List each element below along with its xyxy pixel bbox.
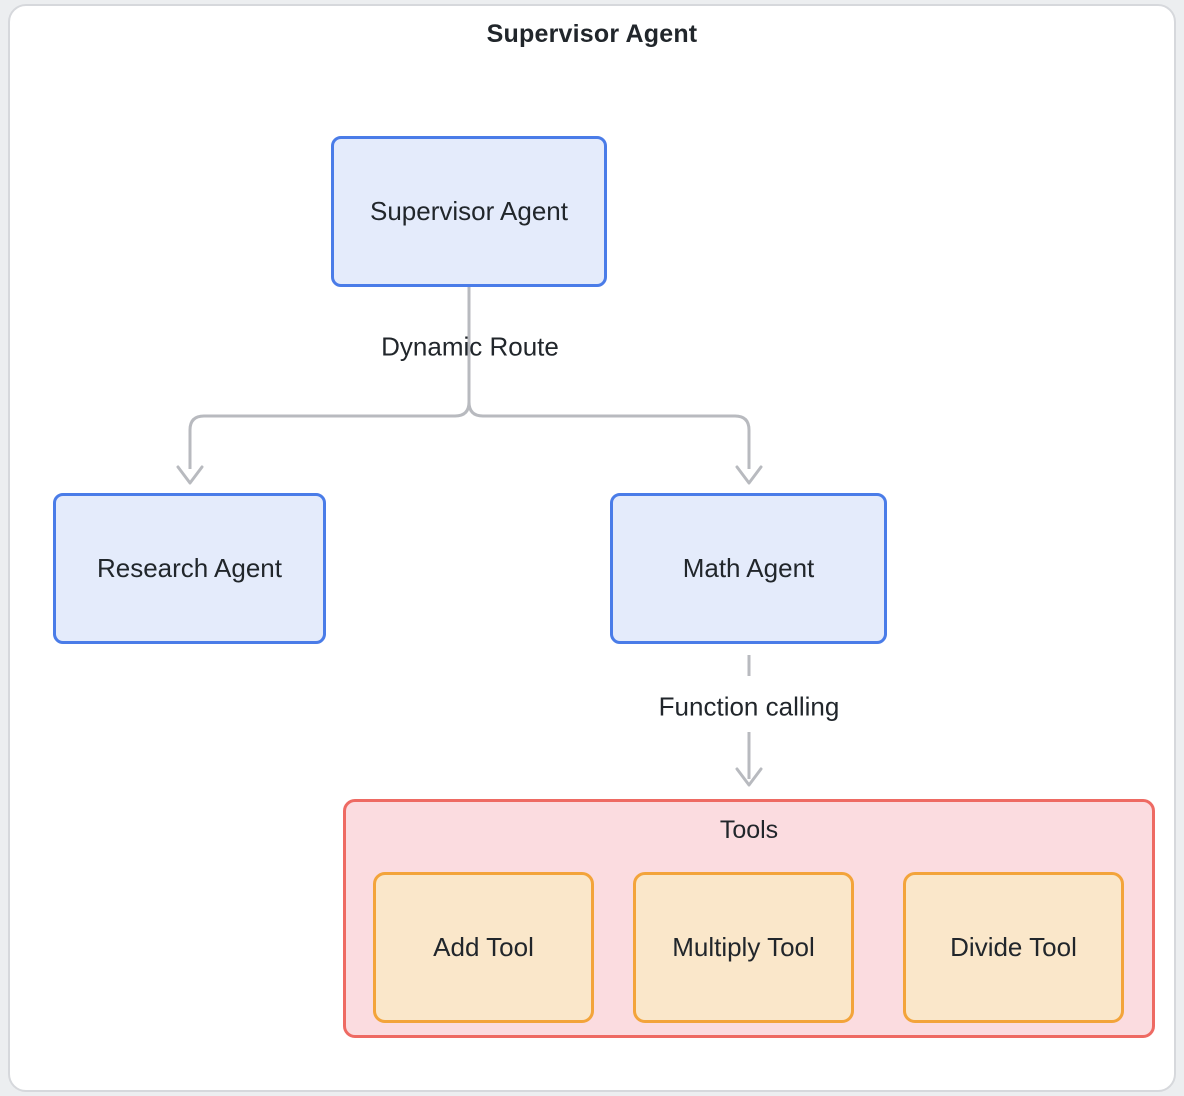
node-add-tool-label: Add Tool [433,932,534,962]
node-divide-tool-label: Divide Tool [950,932,1077,962]
node-math-agent-label: Math Agent [682,553,815,583]
cluster-title: Supervisor Agent [486,20,698,48]
node-supervisor-agent-label: Supervisor Agent [369,196,568,226]
node-supervisor-agent: Supervisor Agent [331,136,607,287]
node-multiply-tool-label: Multiply Tool [672,932,815,962]
edge-supervisor-to-math [467,287,751,469]
edge-label-function-calling: Function calling [658,691,840,722]
supervisor-cluster-frame: Supervisor Agent Supervisor Agent Dynami… [8,4,1176,1092]
edge-supervisor-to-research [188,287,471,469]
arrowhead-research-icon [176,465,204,485]
tools-cluster: Tools Add Tool Multiply Tool Divide Tool [343,799,1155,1038]
node-research-agent-label: Research Agent [96,553,282,583]
node-multiply-tool: Multiply Tool [633,872,854,1023]
node-research-agent: Research Agent [53,493,326,644]
node-add-tool: Add Tool [373,872,594,1023]
tools-cluster-title: Tools [719,816,779,844]
arrowhead-math-icon [735,465,763,485]
arrowhead-tools-icon [735,767,763,787]
node-math-agent: Math Agent [610,493,887,644]
edge-label-dynamic-route: Dynamic Route [381,331,559,362]
node-divide-tool: Divide Tool [903,872,1124,1023]
